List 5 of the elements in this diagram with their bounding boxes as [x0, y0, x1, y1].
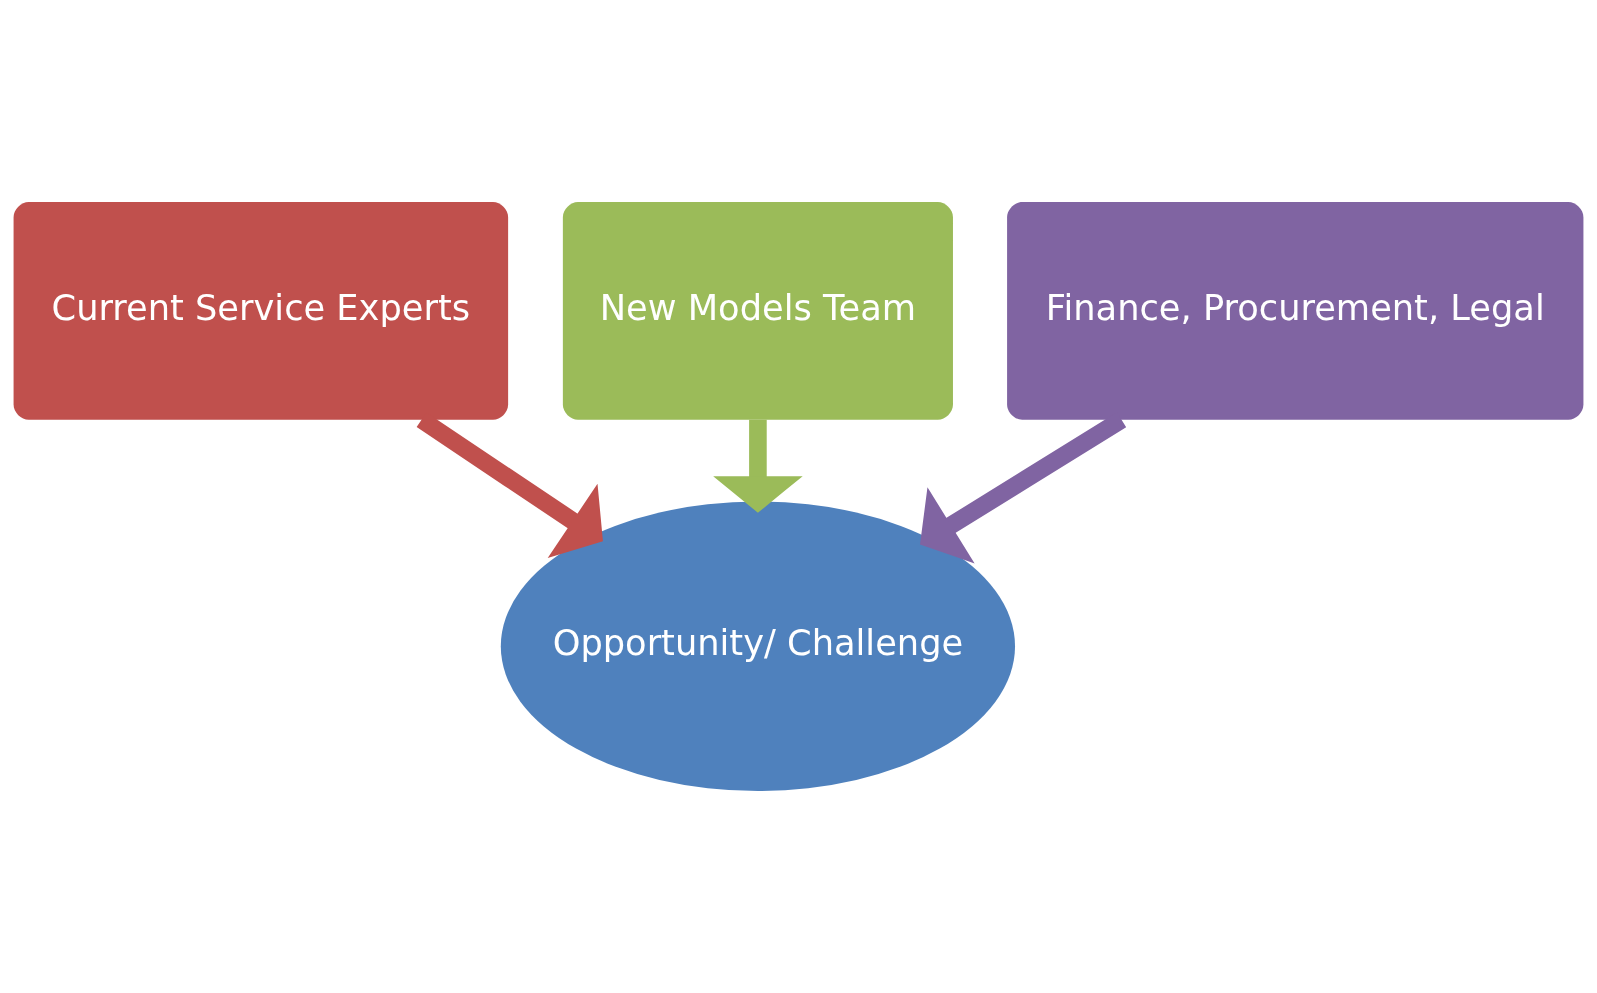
node-box: New Models Team: [562, 202, 953, 420]
node-ellipse: Opportunity/ Challenge: [500, 501, 1016, 791]
arrow: [713, 419, 803, 513]
node-box: Current Service Experts: [13, 202, 509, 420]
node-box: Finance, Procurement, Legal: [1007, 202, 1584, 420]
